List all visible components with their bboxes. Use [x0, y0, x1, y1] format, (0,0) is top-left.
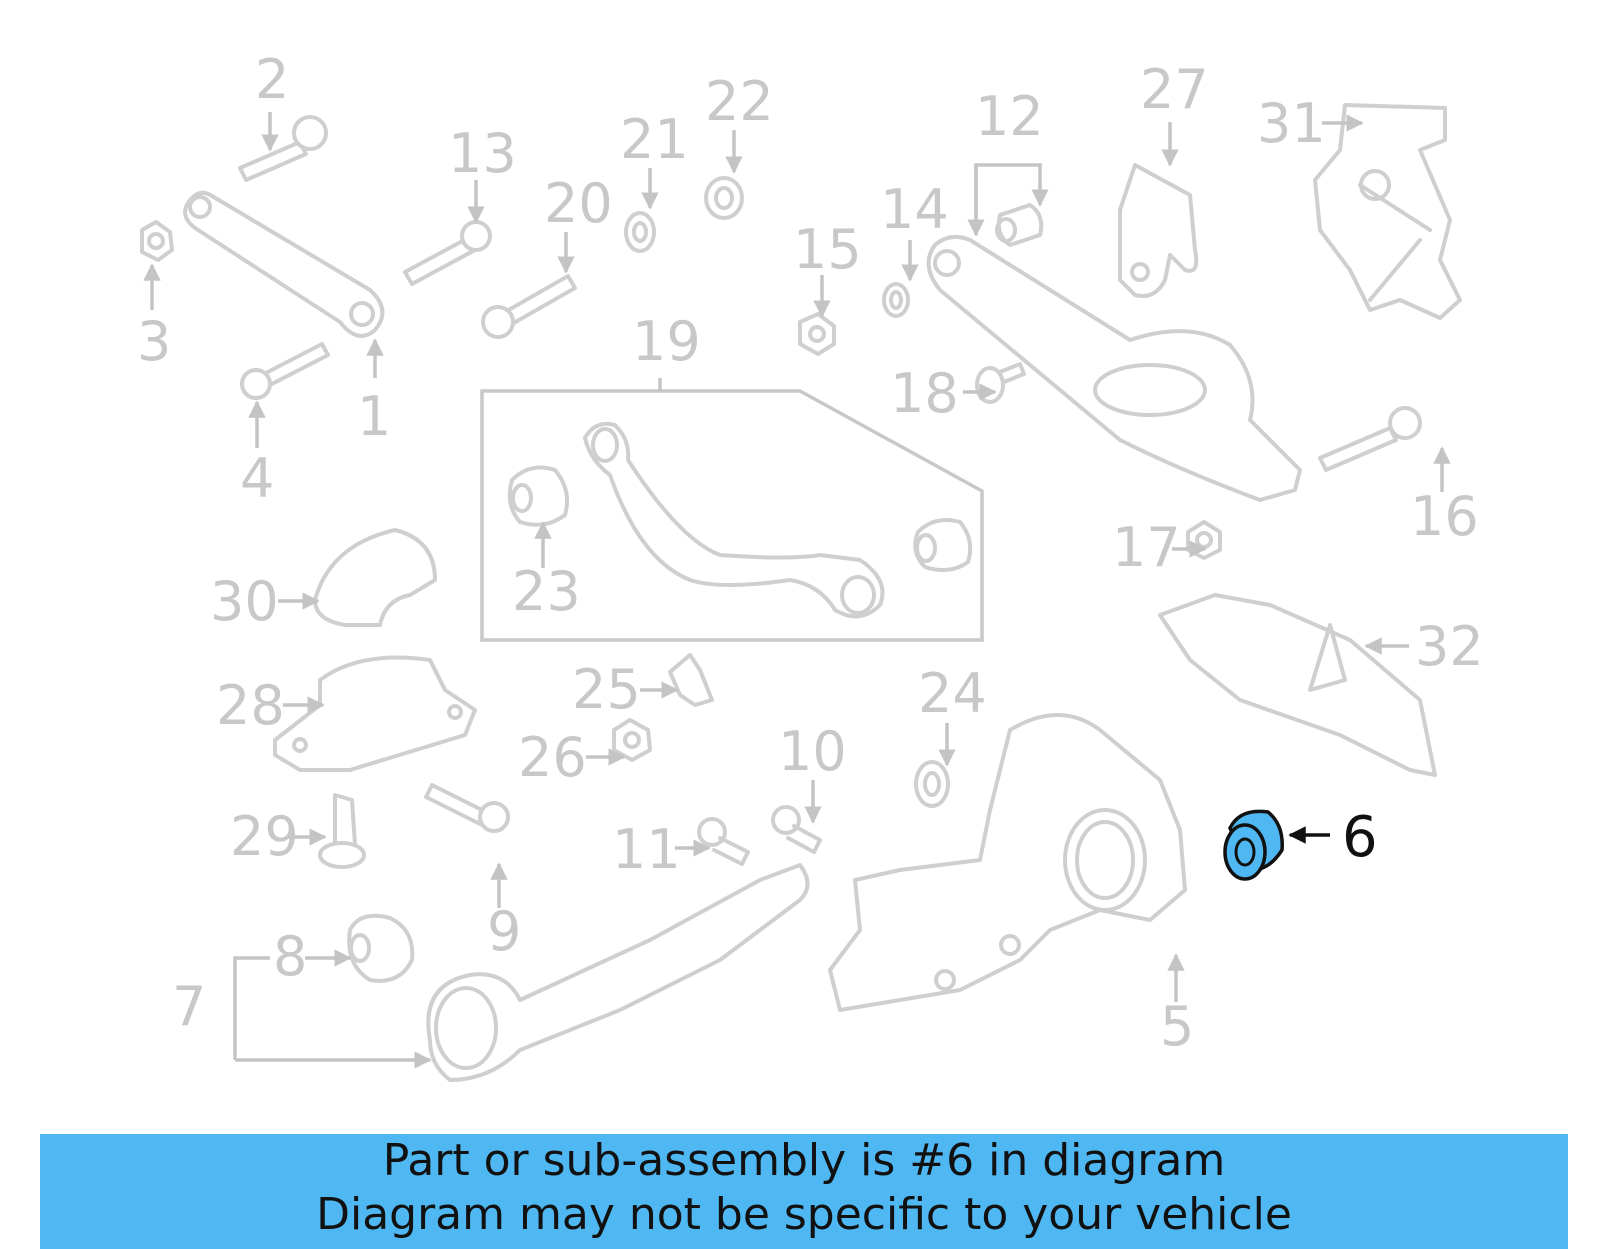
- callout-4: 4: [240, 447, 274, 510]
- callout-31: 31: [1257, 92, 1326, 155]
- part-20-bolt: [481, 274, 577, 339]
- callout-6: 6: [1342, 805, 1378, 870]
- part-4-bolt: [240, 342, 330, 400]
- callout-17: 17: [1112, 516, 1181, 579]
- part-28-mount: [273, 655, 477, 772]
- callout-30: 30: [210, 570, 279, 633]
- part-6-bushing-highlighted[interactable]: [1223, 809, 1284, 881]
- part-19-group-box: [480, 389, 984, 642]
- callout-15: 15: [793, 218, 862, 281]
- part-17-nut: [1186, 520, 1222, 560]
- callout-14: 14: [880, 178, 949, 241]
- part-23-bushing: [507, 465, 569, 527]
- part-11-bolt: [697, 817, 750, 866]
- callout-28: 28: [216, 674, 285, 737]
- part-21-washer: [624, 211, 656, 253]
- callout-32: 32: [1415, 615, 1484, 678]
- part-9-bolt: [424, 783, 510, 833]
- part-29-clip: [318, 793, 366, 869]
- callout-numbers: 1 2 3 4 5 6 7 8 9 10 11 12 13 14 15 16 1…: [137, 48, 1484, 1058]
- callout-8: 8: [273, 925, 307, 988]
- callout-13: 13: [448, 122, 517, 185]
- callout-26: 26: [518, 726, 587, 789]
- part-12-lower-control-arm: [926, 203, 1302, 502]
- part-30-mount: [313, 528, 437, 627]
- part-14-washer: [882, 282, 910, 318]
- part-7-trailing-arm: [426, 863, 810, 1082]
- callout-16: 16: [1410, 485, 1479, 548]
- part-26-nut: [612, 718, 652, 762]
- part-1-lateral-link: [183, 190, 385, 338]
- part-31-knuckle: [1313, 103, 1462, 320]
- part-10-bolt: [771, 805, 822, 854]
- callout-27: 27: [1140, 58, 1209, 121]
- banner-line-2: Diagram may not be specific to your vehi…: [316, 1189, 1292, 1240]
- part-5-knuckle: [828, 713, 1187, 1012]
- callout-1: 1: [357, 385, 391, 448]
- part-24-washer: [914, 760, 950, 808]
- callout-29: 29: [230, 805, 299, 868]
- callout-12: 12: [975, 85, 1044, 148]
- part-8-bushing: [347, 913, 415, 983]
- part-19-bushing: [913, 518, 973, 573]
- info-banner: Part or sub-assembly is #6 in diagram Di…: [40, 1134, 1568, 1249]
- callout-5: 5: [1160, 995, 1194, 1058]
- callout-24: 24: [918, 662, 987, 725]
- leader-lines: [143, 112, 1451, 1069]
- part-19-upper-arm: [583, 421, 885, 619]
- callout-7: 7: [172, 975, 206, 1038]
- callout-19: 19: [632, 310, 701, 373]
- part-18-bolt: [975, 362, 1026, 404]
- part-25-bracket: [668, 653, 714, 707]
- part-15-nut: [798, 312, 836, 356]
- part-3-nut: [140, 220, 174, 262]
- part-16-bolt: [1318, 406, 1422, 472]
- callout-22: 22: [705, 70, 774, 133]
- callout-23: 23: [512, 560, 581, 623]
- part-13-bolt: [403, 220, 492, 286]
- callout-10: 10: [778, 720, 847, 783]
- callout-18: 18: [890, 362, 959, 425]
- callout-20: 20: [544, 172, 613, 235]
- callout-25: 25: [572, 658, 641, 721]
- banner-line-1: Part or sub-assembly is #6 in diagram: [382, 1135, 1226, 1186]
- part-2-bolt: [238, 115, 328, 182]
- callout-2: 2: [255, 48, 289, 111]
- callout-9: 9: [487, 900, 521, 963]
- part-22-bushing: [704, 176, 744, 220]
- part-32-bracket: [1158, 593, 1437, 777]
- callout-11: 11: [612, 818, 681, 881]
- callout-21: 21: [620, 108, 689, 171]
- part-27-bracket: [1118, 163, 1199, 298]
- callout-3: 3: [137, 310, 171, 373]
